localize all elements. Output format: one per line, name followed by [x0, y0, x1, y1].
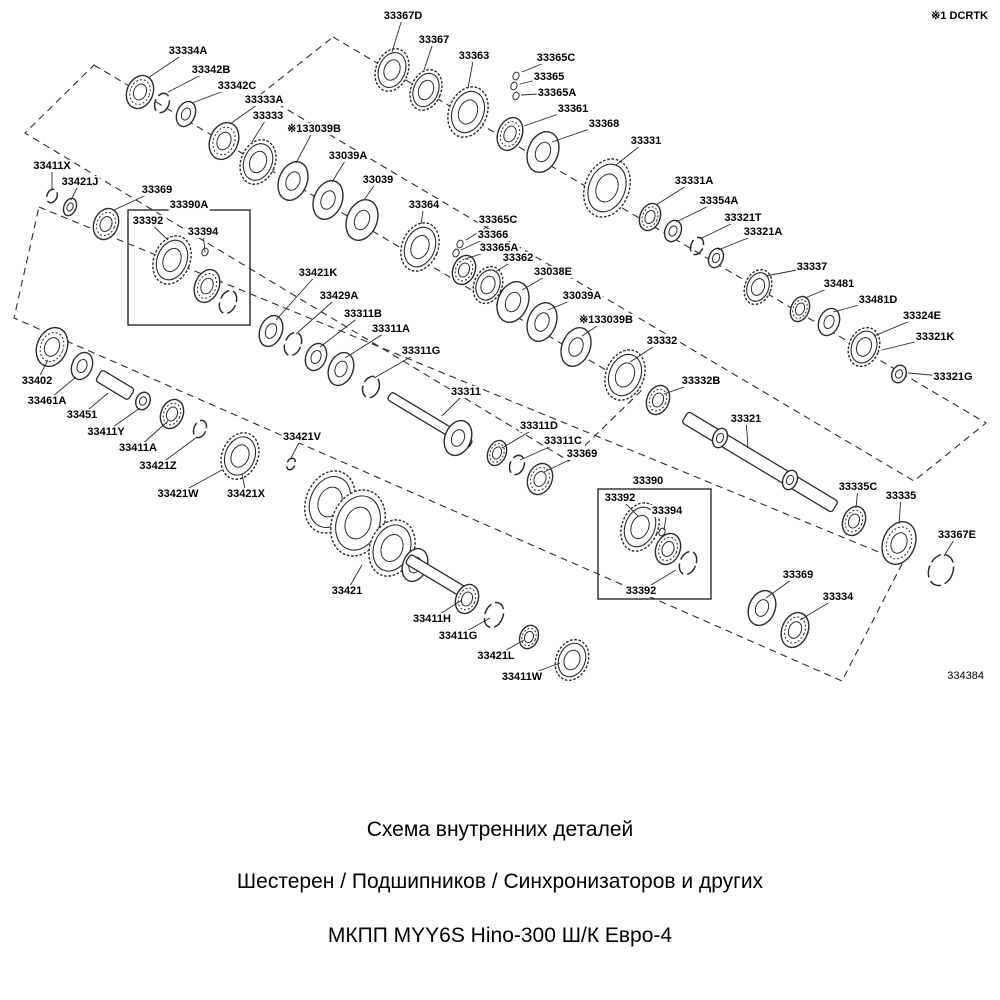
diagram-code: 334384: [947, 670, 984, 682]
footnote-ref: ※1 DCRTK: [931, 10, 988, 22]
caption-line-3: МКПП MYY6S Hino-300 Ш/К Евро-4: [327, 924, 673, 947]
caption-line-1: Схема внутренних деталей: [366, 818, 634, 841]
exploded-parts-drawing: [13, 15, 987, 682]
caption-line-2: Шестерен / Подшипников / Синхронизаторов…: [236, 870, 764, 893]
